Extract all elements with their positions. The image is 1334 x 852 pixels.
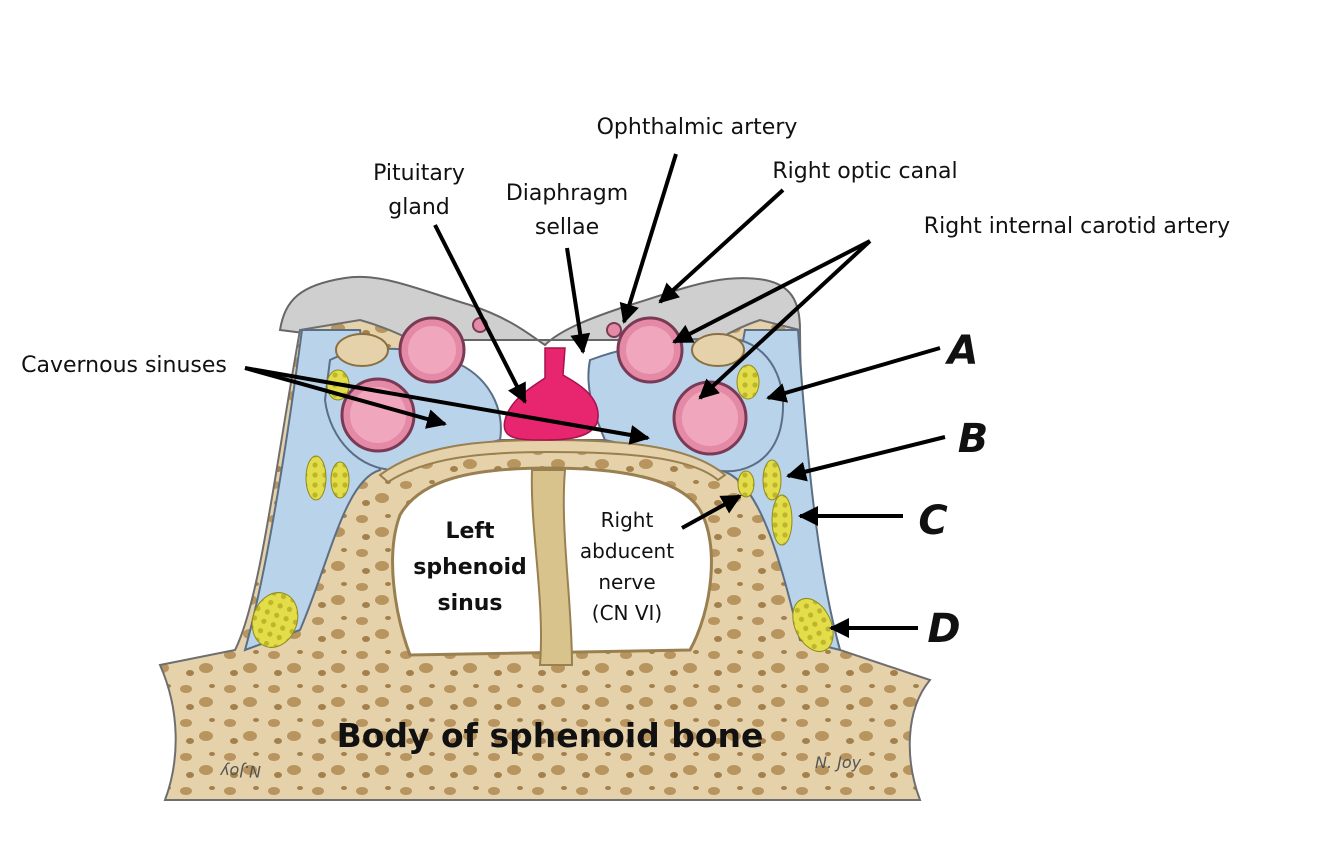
signature-left: N.Joy: [219, 762, 261, 781]
right-optic-canal: [691, 333, 745, 367]
right-nerve-b: [762, 459, 782, 501]
right-internal-carotid-upper-lumen: [626, 326, 674, 374]
label-d: D: [927, 606, 960, 652]
abducent-label-line2: abducent: [580, 539, 674, 563]
label-a: A: [945, 328, 979, 374]
right-ophthalmic-artery: [606, 322, 622, 338]
optic-canal-arrow: [658, 188, 785, 304]
left-sphenoid-sinus-line2: sphenoid: [413, 555, 527, 580]
left-nerve-2: [305, 455, 327, 501]
cavernous-sinuses-label: Cavernous sinuses: [21, 353, 227, 378]
diaphragm-arrow: [565, 247, 591, 354]
cavernous-arrow-left: [244, 366, 447, 429]
arrow-b: [786, 435, 946, 482]
sella-floor: [378, 438, 727, 484]
body-of-sphenoid-label: Body of sphenoid bone: [337, 716, 764, 755]
abducent-label-line1: Right: [601, 508, 654, 532]
pituitary-label-line2: gland: [388, 195, 449, 220]
label-c: C: [918, 498, 947, 544]
cavernous-arrow-right: [244, 366, 650, 445]
arrow-a: [766, 346, 941, 403]
right-nerve-d: [792, 598, 834, 652]
right-internal-carotid-label: Right internal carotid artery: [924, 214, 1230, 239]
ophthalmic-artery-label: Ophthalmic artery: [597, 115, 798, 140]
right-internal-carotid-lower-lumen: [682, 390, 738, 446]
right-abducent-nerve: [737, 470, 755, 498]
left-optic-canal: [335, 333, 389, 367]
pituitary-arrow: [433, 224, 527, 404]
sinus-septum: [530, 469, 574, 666]
signature-right: N. Joy: [815, 753, 862, 772]
ophthalmic-arrow: [619, 153, 678, 324]
carotid-arrow-upper: [672, 239, 871, 344]
right-optic-canal-label: Right optic canal: [772, 159, 957, 184]
left-nerve-3: [330, 461, 350, 499]
right-nerve-c: [771, 494, 793, 546]
right-nerve-a: [736, 364, 760, 400]
diaphragm-label-line2: sellae: [535, 215, 599, 240]
pituitary-label-line1: Pituitary: [373, 161, 465, 186]
left-optic-artery-lumen: [408, 326, 456, 374]
diaphragm-label-line1: Diaphragm: [506, 181, 628, 206]
abducent-arrow: [681, 494, 742, 530]
label-b: B: [958, 416, 989, 462]
left-sphenoid-sinus-line3: sinus: [437, 591, 502, 616]
carotid-arrow-lower: [698, 239, 872, 400]
abducent-label-line3: nerve: [598, 570, 655, 594]
left-sphenoid-sinus-line1: Left: [445, 519, 495, 544]
abducent-label-line4: (CN VI): [592, 601, 662, 625]
left-nerve-4: [251, 592, 299, 648]
